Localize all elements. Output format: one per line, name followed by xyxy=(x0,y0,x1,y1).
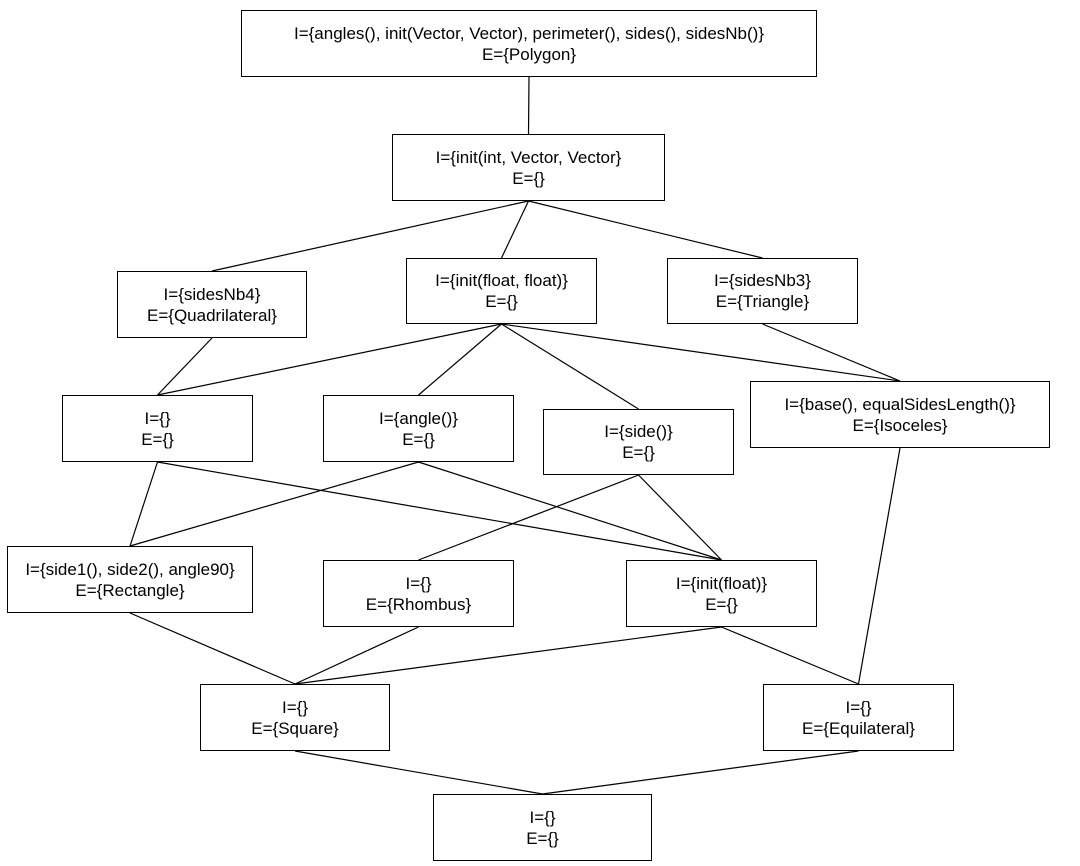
edge-polygon-init3 xyxy=(527,76,530,135)
edge-empty1-initf xyxy=(157,461,722,561)
node-intent: I={} xyxy=(281,697,308,717)
node-extent: E={Polygon} xyxy=(481,44,577,64)
edge-init3-initff xyxy=(500,200,530,259)
node-isoceles: I={base(), equalSidesLength()} E={Isocel… xyxy=(750,381,1050,448)
node-empty: I={} E={} xyxy=(62,395,253,462)
node-intent: I={init(int, Vector, Vector} xyxy=(435,147,622,167)
edge-rectangle-square xyxy=(129,612,296,685)
edge-rhombus-square xyxy=(294,626,419,685)
edge-initff-angle xyxy=(418,323,502,396)
node-extent: E={} xyxy=(141,429,174,449)
edge-side-rhombus xyxy=(418,474,639,561)
node-intent: I={side()} xyxy=(604,422,673,441)
node-side: I={side()} E={} xyxy=(543,409,734,475)
edge-angle-rectangle xyxy=(129,461,419,547)
node-bottom: I={} E={} xyxy=(433,794,652,861)
node-extent: E={Isoceles} xyxy=(852,415,948,435)
node-intent: I={} xyxy=(405,573,432,593)
node-init-int-vector-vector: I={init(int, Vector, Vector} E={} xyxy=(392,134,665,201)
node-rectangle: I={side1(), side2(), angle90} E={Rectang… xyxy=(7,546,253,613)
node-intent: I={sidesNb3} xyxy=(714,271,811,290)
node-extent: E={} xyxy=(512,168,545,188)
node-intent: I={base(), equalSidesLength()} xyxy=(784,394,1016,414)
node-intent: I={sidesNb4} xyxy=(163,284,261,304)
node-extent: E={Triangle} xyxy=(715,292,810,311)
edge-initf-square xyxy=(294,626,722,685)
node-intent: I={} xyxy=(529,807,556,827)
node-angle: I={angle()} E={} xyxy=(323,395,514,462)
node-extent: E={} xyxy=(705,594,738,614)
edge-initff-side xyxy=(501,323,639,410)
node-extent: E={} xyxy=(485,292,518,311)
edge-initff-empty1 xyxy=(157,323,502,396)
node-extent: E={} xyxy=(402,429,435,449)
edge-init3-triangle xyxy=(528,200,763,259)
node-extent: E={Equilateral} xyxy=(802,718,915,738)
node-intent: I={angle()} xyxy=(379,408,458,428)
node-intent: I={init(float)} xyxy=(675,573,768,593)
edge-initf-equilateral xyxy=(721,626,859,685)
node-extent: E={Quadrilateral} xyxy=(147,305,277,325)
edge-isoceles-equilateral xyxy=(857,447,901,685)
node-intent: I={side1(), side2(), angle90} xyxy=(25,559,235,579)
edge-square-bottom xyxy=(294,750,543,795)
node-extent: E={Square} xyxy=(251,718,339,738)
node-equilateral: I={} E={Equilateral} xyxy=(763,684,954,751)
node-intent: I={} xyxy=(144,408,171,428)
edge-side-initf xyxy=(638,474,722,561)
node-extent: E={Rhombus} xyxy=(365,594,472,614)
edge-init3-quadrilateral xyxy=(211,200,529,272)
node-quadrilateral: I={sidesNb4} E={Quadrilateral} xyxy=(117,271,307,338)
edge-empty1-rectangle xyxy=(129,461,159,547)
node-intent: I={} xyxy=(845,697,872,717)
node-polygon: I={angles(), init(Vector, Vector), perim… xyxy=(241,10,817,77)
edge-triangle-isoceles xyxy=(762,323,901,382)
edge-initff-isoceles xyxy=(501,323,901,382)
node-extent: E={} xyxy=(622,443,655,462)
edge-angle-initf xyxy=(418,461,722,561)
node-init-float-float: I={init(float, float)} E={} xyxy=(406,258,597,324)
edge-equilateral-bottom xyxy=(542,750,859,795)
node-rhombus: I={} E={Rhombus} xyxy=(323,560,514,627)
edge-quadrilateral-empty1 xyxy=(157,337,213,396)
node-square: I={} E={Square} xyxy=(200,684,390,751)
node-extent: E={} xyxy=(526,828,559,848)
node-intent: I={angles(), init(Vector, Vector), perim… xyxy=(293,23,765,43)
node-triangle: I={sidesNb3} E={Triangle} xyxy=(667,258,858,324)
node-intent: I={init(float, float)} xyxy=(435,271,568,290)
node-extent: E={Rectangle} xyxy=(75,580,185,600)
node-init-float: I={init(float)} E={} xyxy=(626,560,817,627)
